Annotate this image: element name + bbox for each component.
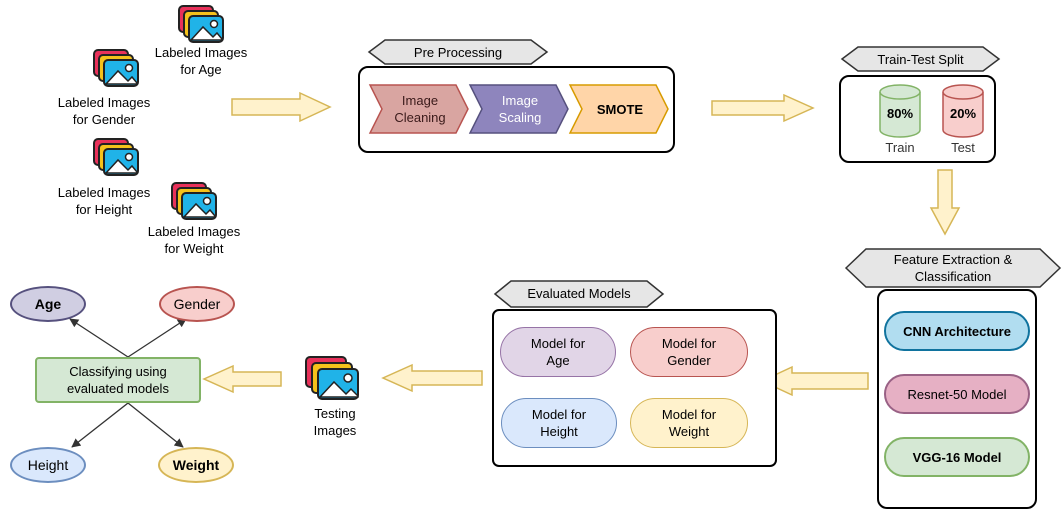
feature-header-shape bbox=[844, 248, 1062, 288]
connector-to-age bbox=[69, 318, 129, 358]
evaluated-header-shape bbox=[493, 280, 665, 308]
preprocessing-title: Pre Processing bbox=[413, 45, 503, 60]
split-header-shape bbox=[840, 46, 1001, 72]
chevron-label-image-scaling: Image Scaling bbox=[498, 93, 542, 125]
model-cnn-architecture: CNN Architecture bbox=[884, 311, 1030, 351]
chevron-image-cleaning bbox=[368, 84, 469, 134]
flow-arrow-feature-to-evaluated bbox=[760, 365, 869, 397]
output-height: Height bbox=[10, 447, 86, 483]
image-stack-icon bbox=[93, 138, 139, 176]
test-percent: 20% bbox=[949, 106, 977, 121]
image-stack-icon bbox=[93, 49, 139, 87]
chevron-image-scaling bbox=[468, 84, 569, 134]
evaluated-model-weight: Model for Weight bbox=[630, 398, 748, 448]
connector-to-gender bbox=[127, 318, 187, 358]
input-label-gender: Labeled Images for Gender bbox=[57, 95, 151, 127]
flow-arrow-testing-to-classify bbox=[202, 364, 282, 394]
chevron-label-smote: SMOTE bbox=[596, 101, 644, 117]
evaluated-model-gender: Model for Gender bbox=[630, 327, 748, 377]
evaluated-model-height: Model for Height bbox=[501, 398, 617, 448]
evaluated-title: Evaluated Models bbox=[527, 286, 631, 301]
evaluated-model-age: Model for Age bbox=[500, 327, 616, 377]
flow-arrow-split-to-feature bbox=[929, 169, 961, 236]
connector-to-weight bbox=[127, 402, 184, 448]
chevron-smote bbox=[568, 84, 669, 134]
testing-images-label: Testing Images bbox=[313, 406, 357, 438]
preprocessing-header-shape bbox=[367, 39, 549, 65]
flow-arrow-inputs-to-preprocessing bbox=[231, 91, 332, 123]
image-stack-icon bbox=[305, 356, 359, 400]
train-cylinder bbox=[879, 84, 921, 138]
train-percent: 80% bbox=[886, 106, 914, 121]
chevron-label-image-cleaning: Image Cleaning bbox=[394, 93, 446, 125]
connector-to-height bbox=[71, 402, 129, 448]
model-vgg-16: VGG-16 Model bbox=[884, 437, 1030, 477]
output-gender: Gender bbox=[159, 286, 235, 322]
split-title: Train-Test Split bbox=[877, 52, 964, 67]
model-resnet-50: Resnet-50 Model bbox=[884, 374, 1030, 414]
classify-box: Classifying using evaluated models bbox=[35, 357, 201, 403]
image-stack-icon bbox=[178, 5, 224, 43]
test-cylinder bbox=[942, 84, 984, 138]
test-label: Test bbox=[951, 140, 975, 155]
output-age: Age bbox=[10, 286, 86, 322]
image-stack-icon bbox=[171, 182, 217, 220]
input-label-age: Labeled Images for Age bbox=[154, 45, 248, 77]
input-label-height: Labeled Images for Height bbox=[57, 185, 151, 217]
flow-arrow-preprocessing-to-split bbox=[711, 93, 815, 123]
train-label: Train bbox=[885, 140, 915, 155]
output-weight: Weight bbox=[158, 447, 234, 483]
input-label-weight: Labeled Images for Weight bbox=[147, 224, 241, 256]
feature-title: Feature Extraction & Classification bbox=[893, 252, 1013, 284]
flow-arrow-evaluated-to-testing bbox=[381, 363, 483, 393]
